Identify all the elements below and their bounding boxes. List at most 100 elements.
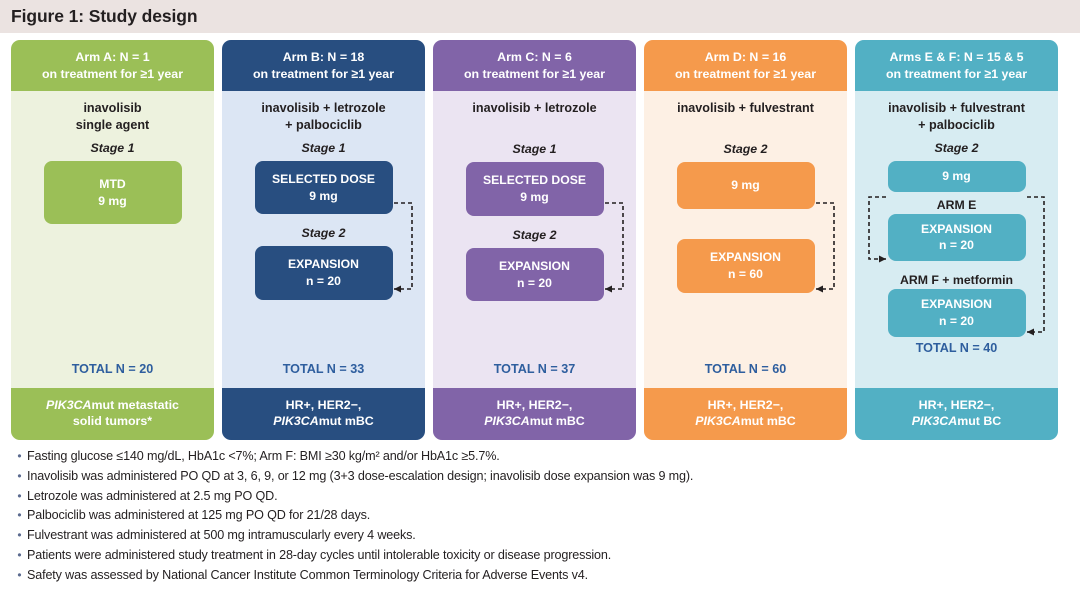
footnote-item: • Safety was assessed by National Cancer… (12, 569, 1068, 582)
bullet-icon: • (17, 547, 22, 562)
arm-b-population: HR+, HER2−, PIK3CAmut mBC (222, 387, 425, 440)
arms-ef-body: inavolisib + fulvestrant + palbociclib S… (855, 91, 1058, 387)
arm-column-a: Arm A: N = 1 on treatment for ≥1 year in… (11, 40, 214, 440)
footnote-item: • Fulvestrant was administered at 500 mg… (12, 529, 1068, 542)
arm-c-total: TOTAL N = 37 (493, 361, 576, 376)
arm-c-pop-rest: mut mBC (529, 414, 585, 429)
arms-ef-pop-rest: mut BC (957, 414, 1002, 429)
footnote-text: Palbociclib was administered at 125 mg P… (27, 508, 371, 523)
arm-d-total: TOTAL N = 60 (704, 361, 787, 376)
arm-a-stage1-label: Stage 1 (90, 140, 135, 155)
footnote-item: • Palbociclib was administered at 125 mg… (12, 509, 1068, 522)
arm-c-expansion-n: n = 20 (517, 275, 552, 290)
arm-a-pop-line2: solid tumors* (72, 414, 153, 429)
arm-a-regimen: inavolisib single agent (71, 100, 154, 133)
arm-c-population: HR+, HER2−, PIK3CAmut mBC (433, 387, 636, 440)
arm-c-pop-line1: HR+, HER2−, (496, 397, 573, 412)
arm-b-header-line1: Arm B: N = 18 (282, 50, 365, 64)
arm-c-header-line1: Arm C: N = 6 (497, 50, 572, 64)
arm-b-selected-dose-value: 9 mg (309, 188, 338, 203)
arm-b-header-line2: on treatment for ≥1 year (252, 66, 395, 81)
footnote-text: Patients were administered study treatme… (27, 547, 612, 562)
arm-c-stage1-label: Stage 1 (512, 142, 557, 157)
arms-ef-header-line1: Arms E & F: N = 15 & 5 (889, 50, 1024, 64)
footnote-text: Fulvestrant was administered at 500 mg i… (27, 528, 416, 543)
arm-b-stage2-label: Stage 2 (301, 226, 346, 241)
arm-b-expansion-n: n = 20 (306, 274, 341, 289)
arm-d-expansion-n: n = 60 (728, 266, 763, 281)
arm-f-label: ARM F + metformin (899, 273, 1014, 288)
bullet-icon: • (17, 508, 22, 523)
arm-d-regimen: inavolisib + fulvestrant (672, 100, 819, 117)
arm-c-selected-dose-value: 9 mg (520, 189, 549, 204)
footnotes-list: • Fasting glucose ≤140 mg/dL, HbA1c <7%;… (12, 450, 1068, 588)
bullet-icon: • (17, 567, 22, 582)
arm-b-pop-line1: HR+, HER2−, (285, 397, 362, 412)
bullet-icon: • (17, 488, 22, 503)
arm-d-gene: PIK3CA (695, 414, 741, 429)
arm-b-selected-dose-box: SELECTED DOSE 9 mg (254, 160, 393, 215)
arm-d-header-line2: on treatment for ≥1 year (674, 66, 817, 81)
arm-a-body: inavolisib single agent Stage 1 MTD 9 mg… (11, 91, 214, 387)
arm-b-total: TOTAL N = 33 (282, 361, 365, 376)
arm-d-dose-box: 9 mg (676, 162, 815, 209)
bullet-icon: • (17, 528, 22, 543)
arm-a-drug-line1: inavolisib (83, 101, 142, 116)
arm-a-mtd-title: MTD (99, 176, 126, 191)
footnote-text: Safety was assessed by National Cancer I… (27, 567, 588, 582)
arm-e-expansion-box: EXPANSION n = 20 (887, 213, 1026, 262)
arm-b-drug-line2: + palbociclib (285, 118, 362, 133)
arm-b-drug-line1: inavolisib + letrozole (261, 101, 386, 116)
arm-d-header-line1: Arm D: N = 16 (704, 50, 787, 64)
arm-column-c: Arm C: N = 6 on treatment for ≥1 year in… (433, 40, 636, 440)
arm-e-label: ARM E (936, 197, 977, 212)
arm-b-body: inavolisib + letrozole + palbociclib Sta… (222, 91, 425, 387)
arm-b-expansion-box: EXPANSION n = 20 (254, 246, 393, 300)
arm-c-header-line2: on treatment for ≥1 year (463, 66, 606, 81)
arm-d-pop-line1: HR+, HER2−, (707, 397, 784, 412)
arm-e-expansion-n: n = 20 (939, 238, 974, 253)
footnote-text: Inavolisib was administered PO QD at 3, … (27, 468, 694, 483)
arm-c-gene: PIK3CA (484, 414, 530, 429)
bullet-icon: • (17, 449, 22, 463)
arm-b-pop-rest: mut mBC (318, 414, 374, 429)
arms-ef-total: TOTAL N = 40 (915, 340, 998, 355)
arm-c-selected-dose-box: SELECTED DOSE 9 mg (465, 162, 604, 216)
arm-d-pop-rest: mut mBC (740, 414, 796, 429)
footnote-item: • Fasting glucose ≤140 mg/dL, HbA1c <7%;… (12, 450, 1068, 463)
arm-d-expansion-title: EXPANSION (710, 249, 781, 264)
arm-a-pop-line1: PIK3CAmut metastatic (16, 397, 209, 414)
footnote-text: Letrozole was administered at 2.5 mg PO … (27, 488, 278, 503)
arm-c-pop-line2: PIK3CAmut mBC (438, 413, 631, 430)
arm-b-selected-dose-title: SELECTED DOSE (272, 171, 375, 186)
arm-c-header: Arm C: N = 6 on treatment for ≥1 year (433, 40, 636, 92)
arm-c-expansion-box: EXPANSION n = 20 (465, 247, 604, 302)
arm-f-expansion-box: EXPANSION n = 20 (887, 289, 1026, 337)
arms-ef-dose-value: 9 mg (942, 168, 971, 183)
arm-c-expansion-title: EXPANSION (499, 258, 570, 273)
arms-ef-pop-line2: PIK3CAmut BC (860, 413, 1053, 430)
arms-ef-header-line2: on treatment for ≥1 year (885, 66, 1028, 81)
arms-ef-stage2-label: Stage 2 (934, 140, 979, 155)
arms-ef-gene: PIK3CA (911, 414, 958, 429)
arm-a-population: PIK3CAmut metastatic solid tumors* (11, 387, 214, 440)
arm-d-dose-value: 9 mg (731, 178, 760, 193)
arms-ef-dose-box: 9 mg (887, 160, 1026, 192)
figure-title-bar: Figure 1: Study design (0, 0, 1080, 33)
arm-c-body: inavolisib + letrozole Stage 1 SELECTED … (433, 91, 636, 387)
arm-c-drug-line1: inavolisib + letrozole (472, 101, 597, 116)
arm-b-expansion-title: EXPANSION (288, 257, 359, 272)
arm-f-expansion-n: n = 20 (939, 314, 974, 328)
arm-a-mtd-dose: 9 mg (98, 193, 127, 208)
arm-column-ef: Arms E & F: N = 15 & 5 on treatment for … (855, 40, 1058, 440)
arm-f-expansion-title: EXPANSION (921, 297, 992, 312)
arms-ef-population: HR+, HER2−, PIK3CAmut BC (855, 387, 1058, 440)
arm-column-b: Arm B: N = 18 on treatment for ≥1 year i… (222, 40, 425, 440)
arm-d-stage2-label: Stage 2 (723, 142, 768, 157)
footnote-item: • Inavolisib was administered PO QD at 3… (12, 470, 1068, 483)
arm-c-selected-dose-title: SELECTED DOSE (483, 173, 586, 188)
arm-a-header-line1: Arm A: N = 1 (75, 50, 150, 64)
arm-b-header: Arm B: N = 18 on treatment for ≥1 year (222, 40, 425, 92)
arm-d-expansion-box: EXPANSION n = 60 (676, 238, 815, 293)
arm-b-pop-line2: PIK3CAmut mBC (227, 413, 420, 430)
